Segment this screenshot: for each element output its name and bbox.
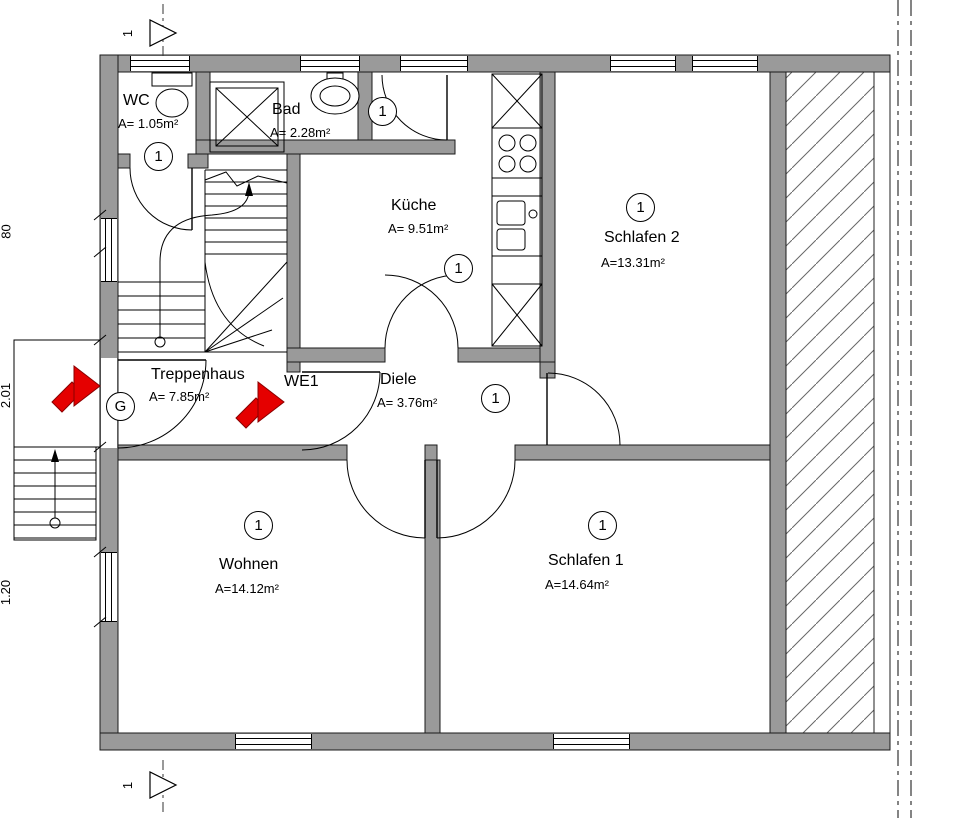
unit-badge-wohnen: 1 [244, 511, 273, 540]
walk-direction-arrow-icon [245, 182, 253, 196]
apartment-label: WE1 [282, 373, 321, 391]
kitchen-sink-icon [496, 200, 538, 251]
section-label-bottom: 1 [120, 781, 136, 790]
room-label-schlafen2: Schlafen 2 [604, 229, 680, 246]
entrance-arrow-icons [51, 364, 285, 429]
door-arcs [117, 74, 621, 539]
kueche-door-arc [384, 274, 459, 349]
unit-badge-wc: 1 [144, 142, 173, 171]
room-label-schlafen1: Schlafen 1 [548, 552, 624, 569]
room-area-schlafen1: A=14.64m² [545, 577, 609, 592]
room-area-kueche: A= 9.51m² [388, 221, 449, 236]
section-label-top: 1 [120, 29, 136, 38]
interior-walls [117, 71, 771, 734]
room-area-wc: A= 1.05m² [118, 116, 179, 131]
room-area-schlafen2: A=13.31m² [601, 255, 665, 270]
staircase-icon [118, 169, 288, 353]
building-entrance-arrow-icon [51, 364, 101, 413]
schlafen1-door-arc [436, 459, 516, 539]
stair-break-line [204, 171, 288, 187]
room-area-treppenhaus: A= 7.85m² [149, 389, 210, 404]
floor-badge-g: G [106, 392, 135, 421]
room-area-diele: A= 3.76m² [377, 395, 438, 410]
room-label-kueche: Küche [391, 197, 437, 214]
apartment-door-arc [301, 371, 381, 451]
room-label-wohnen: Wohnen [219, 556, 279, 573]
schlafen2-door-arc [547, 372, 621, 446]
unit-badge-diele: 1 [481, 384, 510, 413]
unit-badge-kueche: 1 [444, 254, 473, 283]
dimension-ticks [93, 209, 107, 628]
stove-icon [498, 134, 537, 173]
section-marker-bottom-icon [149, 760, 178, 814]
room-label-wc: WC [123, 92, 150, 109]
dimension-entrance: 2.01 [0, 382, 14, 409]
wc-door-arc [129, 167, 193, 231]
washbasin-icon [310, 72, 360, 115]
walk-line [159, 189, 250, 337]
windows [101, 56, 758, 749]
building-entrance-door-arc [117, 359, 207, 449]
room-label-diele: Diele [380, 371, 417, 388]
neighbour-building-hatch [785, 55, 891, 750]
room-area-wohnen: A=14.12m² [215, 581, 279, 596]
site-boundary-line [897, 0, 912, 818]
unit-badge-bad: 1 [368, 97, 397, 126]
dimension-window-top: 80 [0, 224, 14, 239]
unit-badge-schlafen2: 1 [626, 193, 655, 222]
wohnen-door-arc [346, 459, 426, 539]
dimension-window-bottom: 1.20 [0, 579, 14, 606]
room-label-treppenhaus: Treppenhaus [151, 366, 245, 383]
toilet-icon [151, 72, 193, 118]
section-marker-top-icon [149, 4, 178, 58]
room-label-bad: Bad [272, 101, 301, 118]
exterior-stairs-icon [13, 446, 97, 541]
apartment-entrance-arrow-icon [235, 380, 285, 429]
kitchen-unit-icon [491, 73, 543, 347]
bad-door-arc [381, 74, 448, 141]
room-area-bad: A= 2.28m² [270, 125, 331, 140]
shower-icon [209, 81, 285, 153]
unit-badge-schlafen1: 1 [588, 511, 617, 540]
kueche-door-arc-2 [384, 274, 459, 349]
